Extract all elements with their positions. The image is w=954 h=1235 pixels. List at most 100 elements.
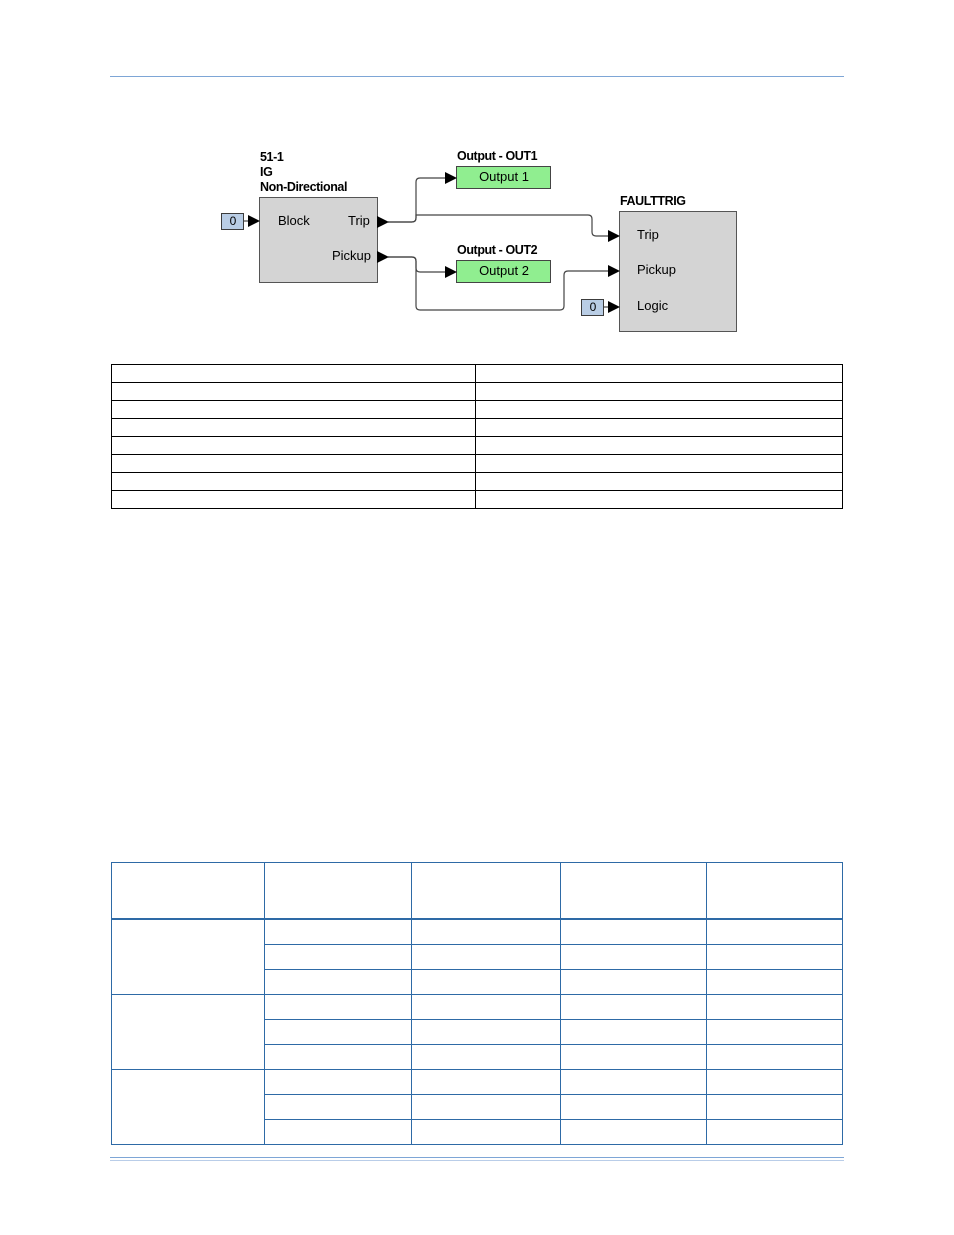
- diagram-wires: [221, 166, 737, 332]
- table-cell: [264, 1019, 412, 1045]
- table-cell: [264, 918, 412, 945]
- header-cell: [411, 862, 561, 920]
- block-51-title-line-1: 51-1: [260, 150, 284, 164]
- arrowheads: [248, 172, 620, 313]
- table-cell: [411, 969, 561, 995]
- table-row: [112, 1119, 843, 1145]
- output-2-block[interactable]: [456, 260, 551, 283]
- table-cell: [264, 994, 412, 1020]
- table-cell: [475, 472, 843, 491]
- table-row: [112, 969, 843, 995]
- block-51-title-line-2: IG: [260, 165, 273, 179]
- table-cell: [560, 994, 707, 1020]
- table-cell: [264, 1069, 412, 1095]
- table-row: [111, 400, 843, 419]
- table-cell: [411, 1069, 561, 1095]
- output-2-title: Output - OUT2: [457, 243, 538, 257]
- table-cell: [111, 472, 476, 491]
- port-block-label: Block: [278, 213, 310, 228]
- table-cell: [111, 400, 476, 419]
- table-cell: [706, 1094, 843, 1120]
- table-cell: [560, 1069, 707, 1095]
- connections: [244, 177, 610, 311]
- table-cell: [264, 1119, 412, 1145]
- output-1-block[interactable]: [456, 166, 551, 189]
- header-cell: [111, 862, 265, 920]
- table-row: [111, 994, 843, 1070]
- table-cell: [411, 994, 561, 1020]
- header-cell: [560, 862, 707, 920]
- table-cell: [111, 418, 476, 437]
- table-cell: [111, 364, 476, 383]
- table-cell: [411, 918, 561, 945]
- table-header-row: [111, 862, 843, 920]
- table-cell: [111, 382, 476, 401]
- port-pickup-out-label: Pickup: [332, 248, 372, 263]
- faulttrig-logic-label: Logic: [637, 298, 669, 313]
- table-row: [111, 364, 843, 383]
- table-cell: [475, 490, 843, 509]
- group-cell: [111, 918, 265, 995]
- table-row: [112, 944, 843, 970]
- table-cell: [475, 454, 843, 473]
- table-row: [111, 1069, 843, 1145]
- header-cell: [706, 862, 843, 920]
- test-results-table: [111, 862, 843, 1145]
- table-cell: [411, 944, 561, 970]
- table-cell: [706, 1019, 843, 1045]
- table-cell: [411, 1044, 561, 1070]
- table-cell: [706, 918, 843, 945]
- table-cell: [111, 490, 476, 509]
- block-constant-value: 0: [229, 214, 237, 228]
- output-1-title: Output - OUT1: [457, 149, 538, 163]
- table-cell: [706, 1069, 843, 1095]
- table-cell: [560, 1119, 707, 1145]
- table-cell: [706, 944, 843, 970]
- table-cell: [560, 969, 707, 995]
- table-cell: [560, 1094, 707, 1120]
- block-51-title-line-3: Non-Directional: [260, 180, 348, 194]
- logic-diagram: 51-1 IG Non-Directional Block Trip Picku…: [200, 140, 760, 345]
- table-cell: [411, 1019, 561, 1045]
- table-row: [111, 382, 843, 401]
- table-cell: [111, 436, 476, 455]
- block-51-1[interactable]: [259, 197, 378, 283]
- faulttrig-pickup-label: Pickup: [637, 262, 677, 277]
- block-faulttrig[interactable]: [619, 211, 737, 332]
- logic-constant-value: 0: [589, 300, 597, 314]
- table-cell: [264, 969, 412, 995]
- output-1-label: Output 1: [479, 169, 529, 184]
- header-rule: [110, 76, 844, 77]
- logic-constant[interactable]: [581, 299, 604, 316]
- block-constant[interactable]: [221, 213, 244, 230]
- port-trip-out-label: Trip: [348, 213, 370, 228]
- group-cell: [111, 1069, 265, 1145]
- table-cell: [560, 918, 707, 945]
- table-row: [112, 1094, 843, 1120]
- table-row: [111, 490, 843, 509]
- header-cell: [264, 862, 412, 920]
- table-row: [111, 418, 843, 437]
- table-cell: [411, 1119, 561, 1145]
- table-cell: [706, 994, 843, 1020]
- footer-rule: [110, 1157, 844, 1161]
- table-cell: [475, 418, 843, 437]
- settings-table: [111, 364, 843, 509]
- table-cell: [111, 454, 476, 473]
- faulttrig-trip-label: Trip: [637, 227, 659, 242]
- table-cell: [264, 944, 412, 970]
- table-cell: [706, 969, 843, 995]
- table-cell: [475, 382, 843, 401]
- table-cell: [560, 1044, 707, 1070]
- output-2-label: Output 2: [479, 263, 529, 278]
- table-cell: [475, 364, 843, 383]
- table-cell: [706, 1044, 843, 1070]
- table-cell: [560, 944, 707, 970]
- table-cell: [475, 400, 843, 419]
- group-cell: [111, 994, 265, 1070]
- table-cell: [411, 1094, 561, 1120]
- table-row: [111, 436, 843, 455]
- table-cell: [264, 1094, 412, 1120]
- table-row: [111, 918, 843, 995]
- table-cell: [560, 1019, 707, 1045]
